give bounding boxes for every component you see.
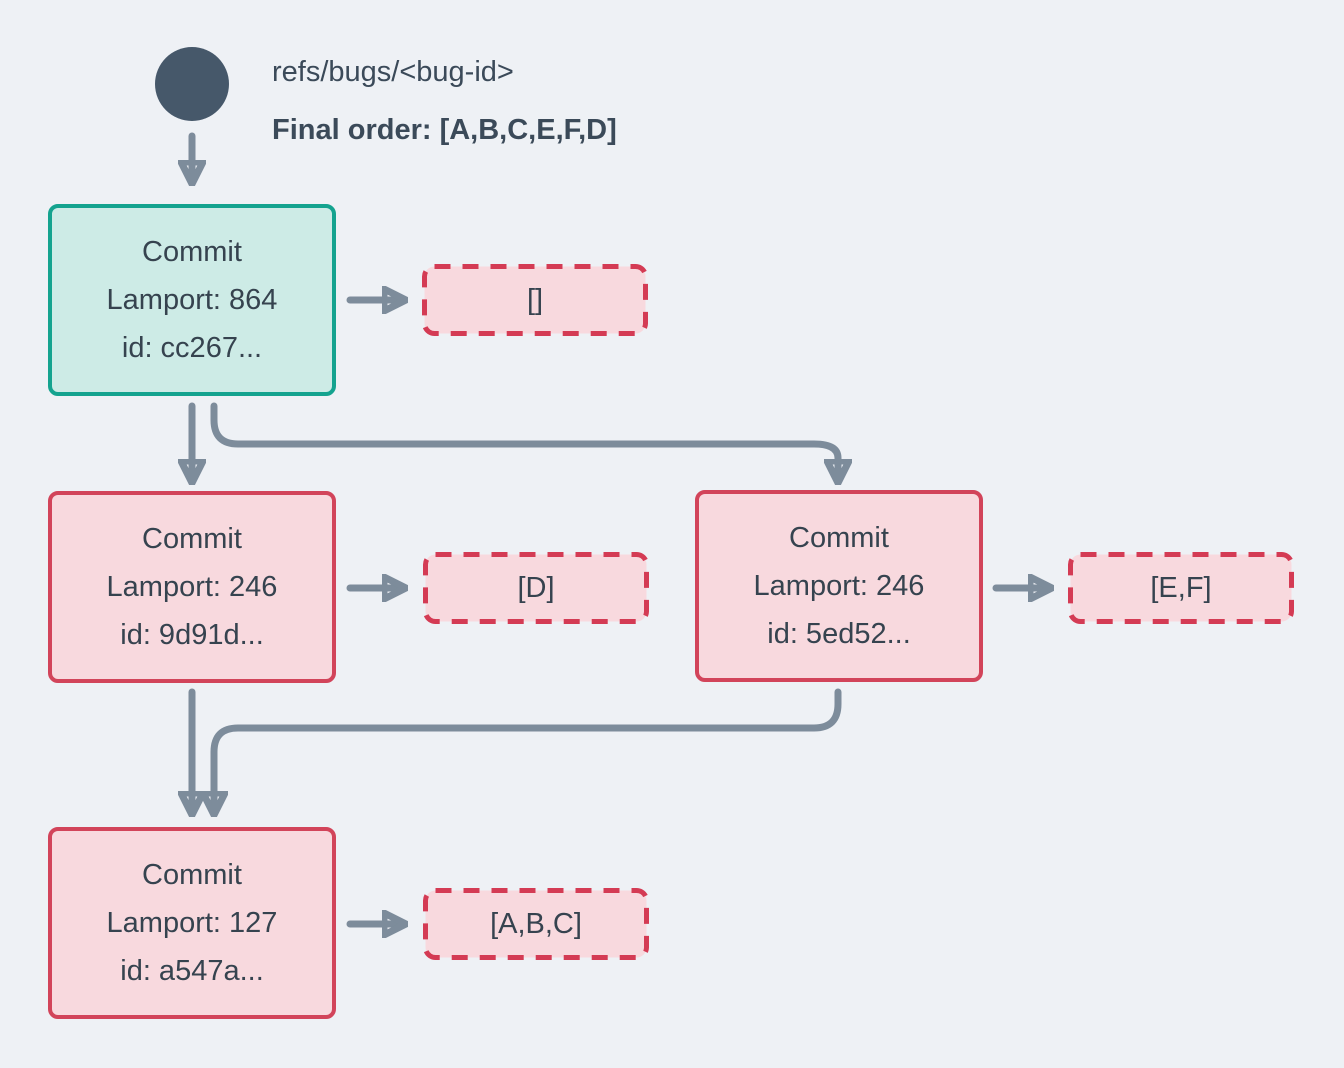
commit-title: Commit [142,859,242,891]
commit-node-root: Commit Lamport: 864 id: cc267... [48,204,336,396]
ops-list: [] [526,283,544,316]
commit-node-left: Commit Lamport: 246 id: 9d91d... [48,491,336,683]
commit-lamport: Lamport: 864 [106,284,278,316]
commit-node-right: Commit Lamport: 246 id: 5ed52... [695,490,983,682]
ops-box-root: [] [422,264,648,336]
ops-list: [D] [517,571,555,604]
commit-title: Commit [142,236,242,268]
commit-title: Commit [789,522,889,554]
commit-id: id: 5ed52... [767,618,911,650]
ops-box-left: [D] [423,552,649,624]
commit-lamport: Lamport: 246 [106,571,278,603]
ops-list: [A,B,C] [490,907,582,940]
commit-lamport: Lamport: 246 [753,570,925,602]
commit-title: Commit [142,523,242,555]
ref-name-label: refs/bugs/<bug-id> [272,56,514,88]
arrow-root-to-right [210,402,838,477]
commit-lamport: Lamport: 127 [106,907,278,939]
final-order-label: Final order: [A,B,C,E,F,D] [272,114,617,146]
commit-id: id: a547a... [120,955,264,987]
dashed-border [422,264,648,336]
ops-list: [E,F] [1150,571,1212,604]
dashed-border [423,552,649,624]
dashed-border [423,888,649,960]
commit-node-merge: Commit Lamport: 127 id: a547a... [48,827,336,1019]
commit-id: id: cc267... [121,332,263,364]
ops-box-right: [E,F] [1068,552,1294,624]
arrow-right-to-merge [214,688,842,809]
commit-id: id: 9d91d... [120,619,264,651]
ops-box-merge: [A,B,C] [423,888,649,960]
ref-head-node [155,47,229,121]
dashed-border [1068,552,1294,624]
